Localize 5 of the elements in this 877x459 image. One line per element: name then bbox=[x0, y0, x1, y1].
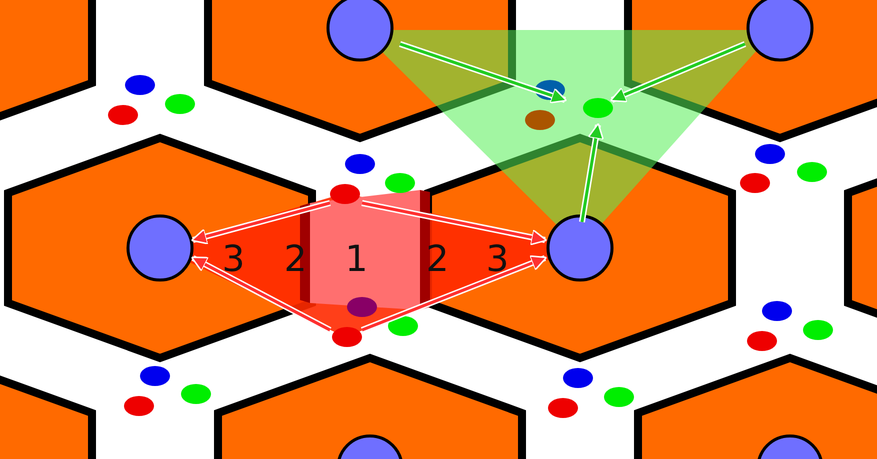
band-number: 3 bbox=[222, 242, 245, 278]
band-number: 1 bbox=[345, 242, 368, 278]
band-number: 3 bbox=[486, 242, 509, 278]
band-number: 2 bbox=[426, 242, 449, 278]
band-number: 2 bbox=[284, 242, 307, 278]
